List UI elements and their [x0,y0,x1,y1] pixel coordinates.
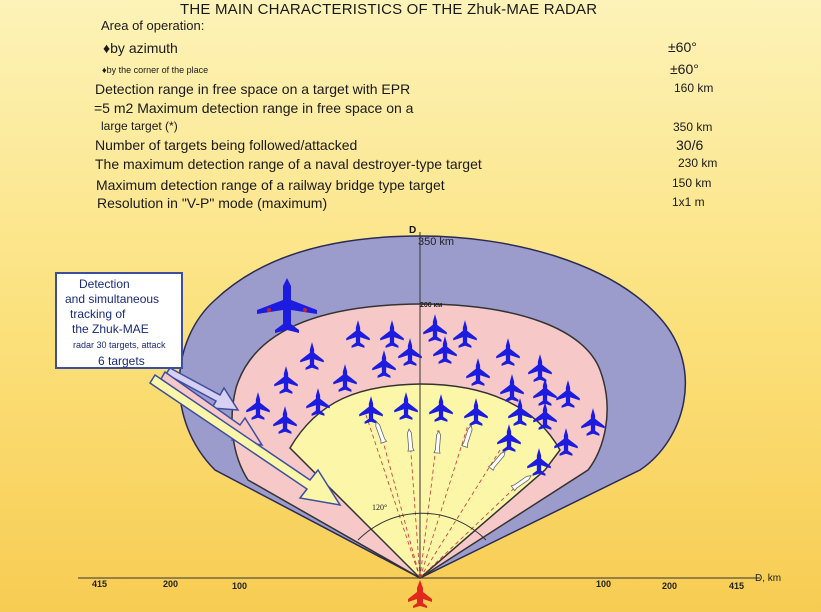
spec-value-targets-count: 30/6 [676,137,704,153]
tick-left-415: 415 [92,579,107,589]
own-aircraft-icon [408,580,432,608]
spec-value-elevation: ±60° [670,61,699,77]
inner-range-label: 200 км [420,302,442,309]
tick-left-100: 100 [232,581,247,591]
spec-label-large-target-2: large target (*) [101,119,178,133]
tick-right-200: 200 [662,581,677,591]
callout-arrows [148,367,342,507]
spec-label-elevation: ♦by the corner of the place [102,65,209,75]
callout-line-5: radar 30 targets, attack [73,340,166,350]
tick-right-415: 415 [729,581,744,591]
spec-label-destroyer-range: The maximum detection range of a naval d… [95,156,482,172]
angle-label: 120° [372,503,387,512]
callout-box: Detection and simultaneous tracking of t… [55,272,183,369]
spec-value-destroyer-range: 230 km [678,156,718,170]
spec-label-bridge-range: Maximum detection range of a railway bri… [96,177,445,193]
callout-line-2: and simultaneous [65,292,160,306]
radar-beams [365,414,526,579]
tick-left-200: 200 [163,579,178,589]
tick-right-100: 100 [596,579,611,589]
spec-value-bridge-range: 150 km [672,176,712,190]
callout-line-6: 6 targets [98,354,145,368]
callout-line-4: the Zhuk-MAE [72,322,149,336]
callout-line-1: Detection [79,277,130,291]
axis-unit-label: D, km [755,573,781,584]
angle-arc [357,512,487,541]
spec-label-large-target-1: =5 m2 Maximum detection range in free sp… [94,100,414,116]
page-title: THE MAIN CHARACTERISTICS OF THE Zhuk-MAE… [180,1,598,18]
callout-line-3: tracking of [70,307,126,321]
spec-value-large-target: 350 km [673,120,713,134]
spec-value-detection-range: 160 km [674,81,714,95]
d-axis-label: D [409,225,416,236]
spec-label-azimuth: ♦by azimuth [103,40,178,56]
spec-label-targets-count: Number of targets being followed/attacke… [95,137,358,153]
large-aircraft-icon [257,278,317,333]
outer-range-label: 350 km [418,236,454,248]
spec-label-resolution: Resolution in "V-P" mode (maximum) [97,195,328,211]
spec-value-resolution: 1x1 m [672,195,705,209]
spec-label-detection-range: Detection range in free space on a targe… [95,81,411,97]
area-of-operation-label: Area of operation: [101,18,205,33]
spec-value-azimuth: ±60° [668,39,697,55]
